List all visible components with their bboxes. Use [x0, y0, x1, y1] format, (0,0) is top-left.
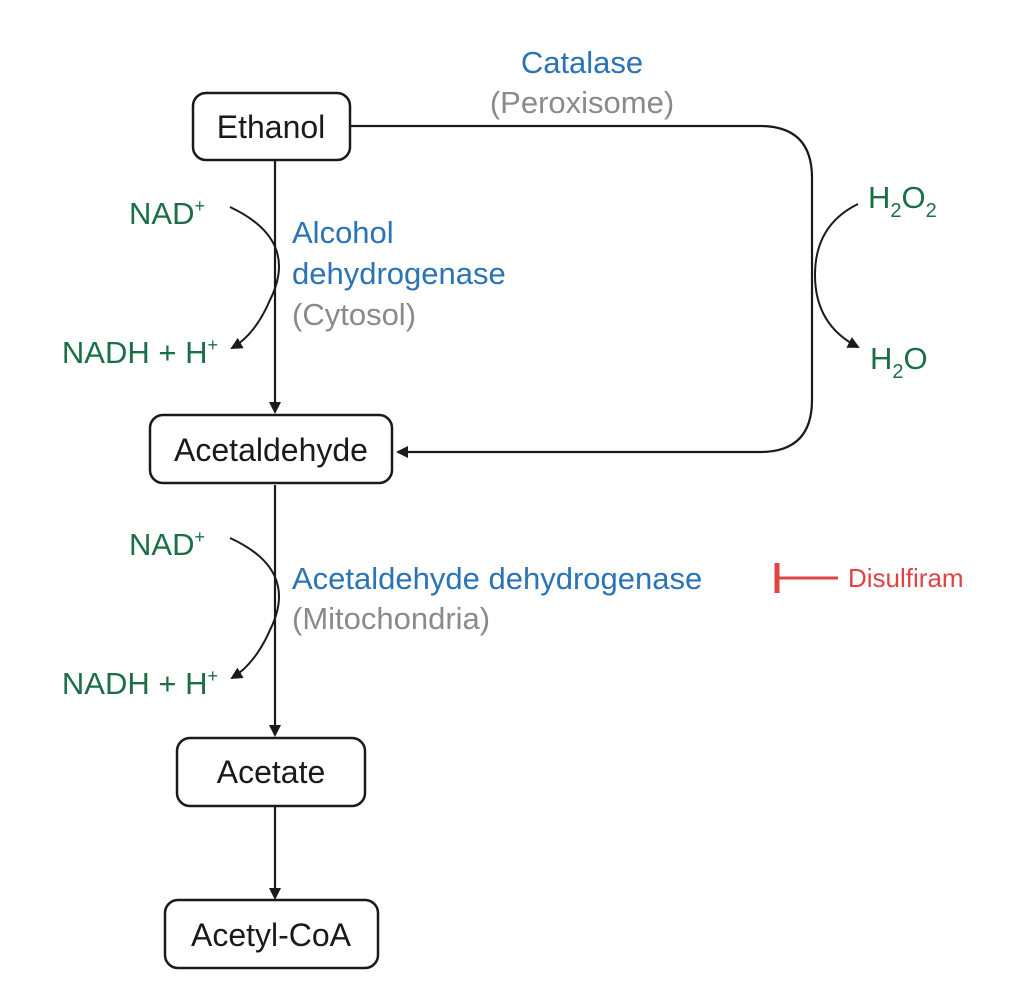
cofactor-arrow-step1: [229, 206, 280, 349]
enzyme-adh-line1: Alcohol: [292, 215, 394, 250]
enzyme-adh-line2: dehydrogenase: [292, 256, 506, 291]
cofactor-arrow-catalase: [813, 203, 860, 348]
node-acetyl-coa-label: Acetyl-CoA: [191, 917, 352, 953]
node-ethanol-label: Ethanol: [217, 109, 326, 145]
cofactor-nad-step1: NAD+: [129, 196, 205, 231]
inhibitor-disulfiram: Disulfiram: [848, 563, 964, 593]
enzyme-aldh-location: (Mitochondria): [292, 601, 490, 636]
enzyme-aldh: Acetaldehyde dehydrogenase: [292, 561, 702, 596]
node-acetaldehyde: Acetaldehyde: [148, 413, 394, 485]
cofactor-nad-step2: NAD+: [129, 527, 205, 562]
node-acetate-label: Acetate: [217, 754, 326, 790]
cofactor-nadh-step1: NADH + H+: [62, 335, 218, 370]
cofactor-h2o2: H2O2: [868, 180, 937, 222]
cofactor-h2o: H2O: [870, 341, 928, 383]
arrow-catalase-route: [350, 124, 814, 458]
cofactor-arrow-step2: [229, 537, 280, 680]
node-acetaldehyde-label: Acetaldehyde: [174, 432, 368, 468]
cofactor-nadh-step2: NADH + H+: [62, 666, 218, 701]
node-acetyl-coa: Acetyl-CoA: [163, 898, 380, 970]
node-acetate: Acetate: [175, 736, 367, 808]
node-ethanol: Ethanol: [191, 91, 352, 162]
enzyme-catalase-location: (Peroxisome): [490, 85, 674, 120]
enzyme-adh-location: (Cytosol): [292, 297, 416, 332]
enzyme-catalase: Catalase: [521, 45, 643, 80]
